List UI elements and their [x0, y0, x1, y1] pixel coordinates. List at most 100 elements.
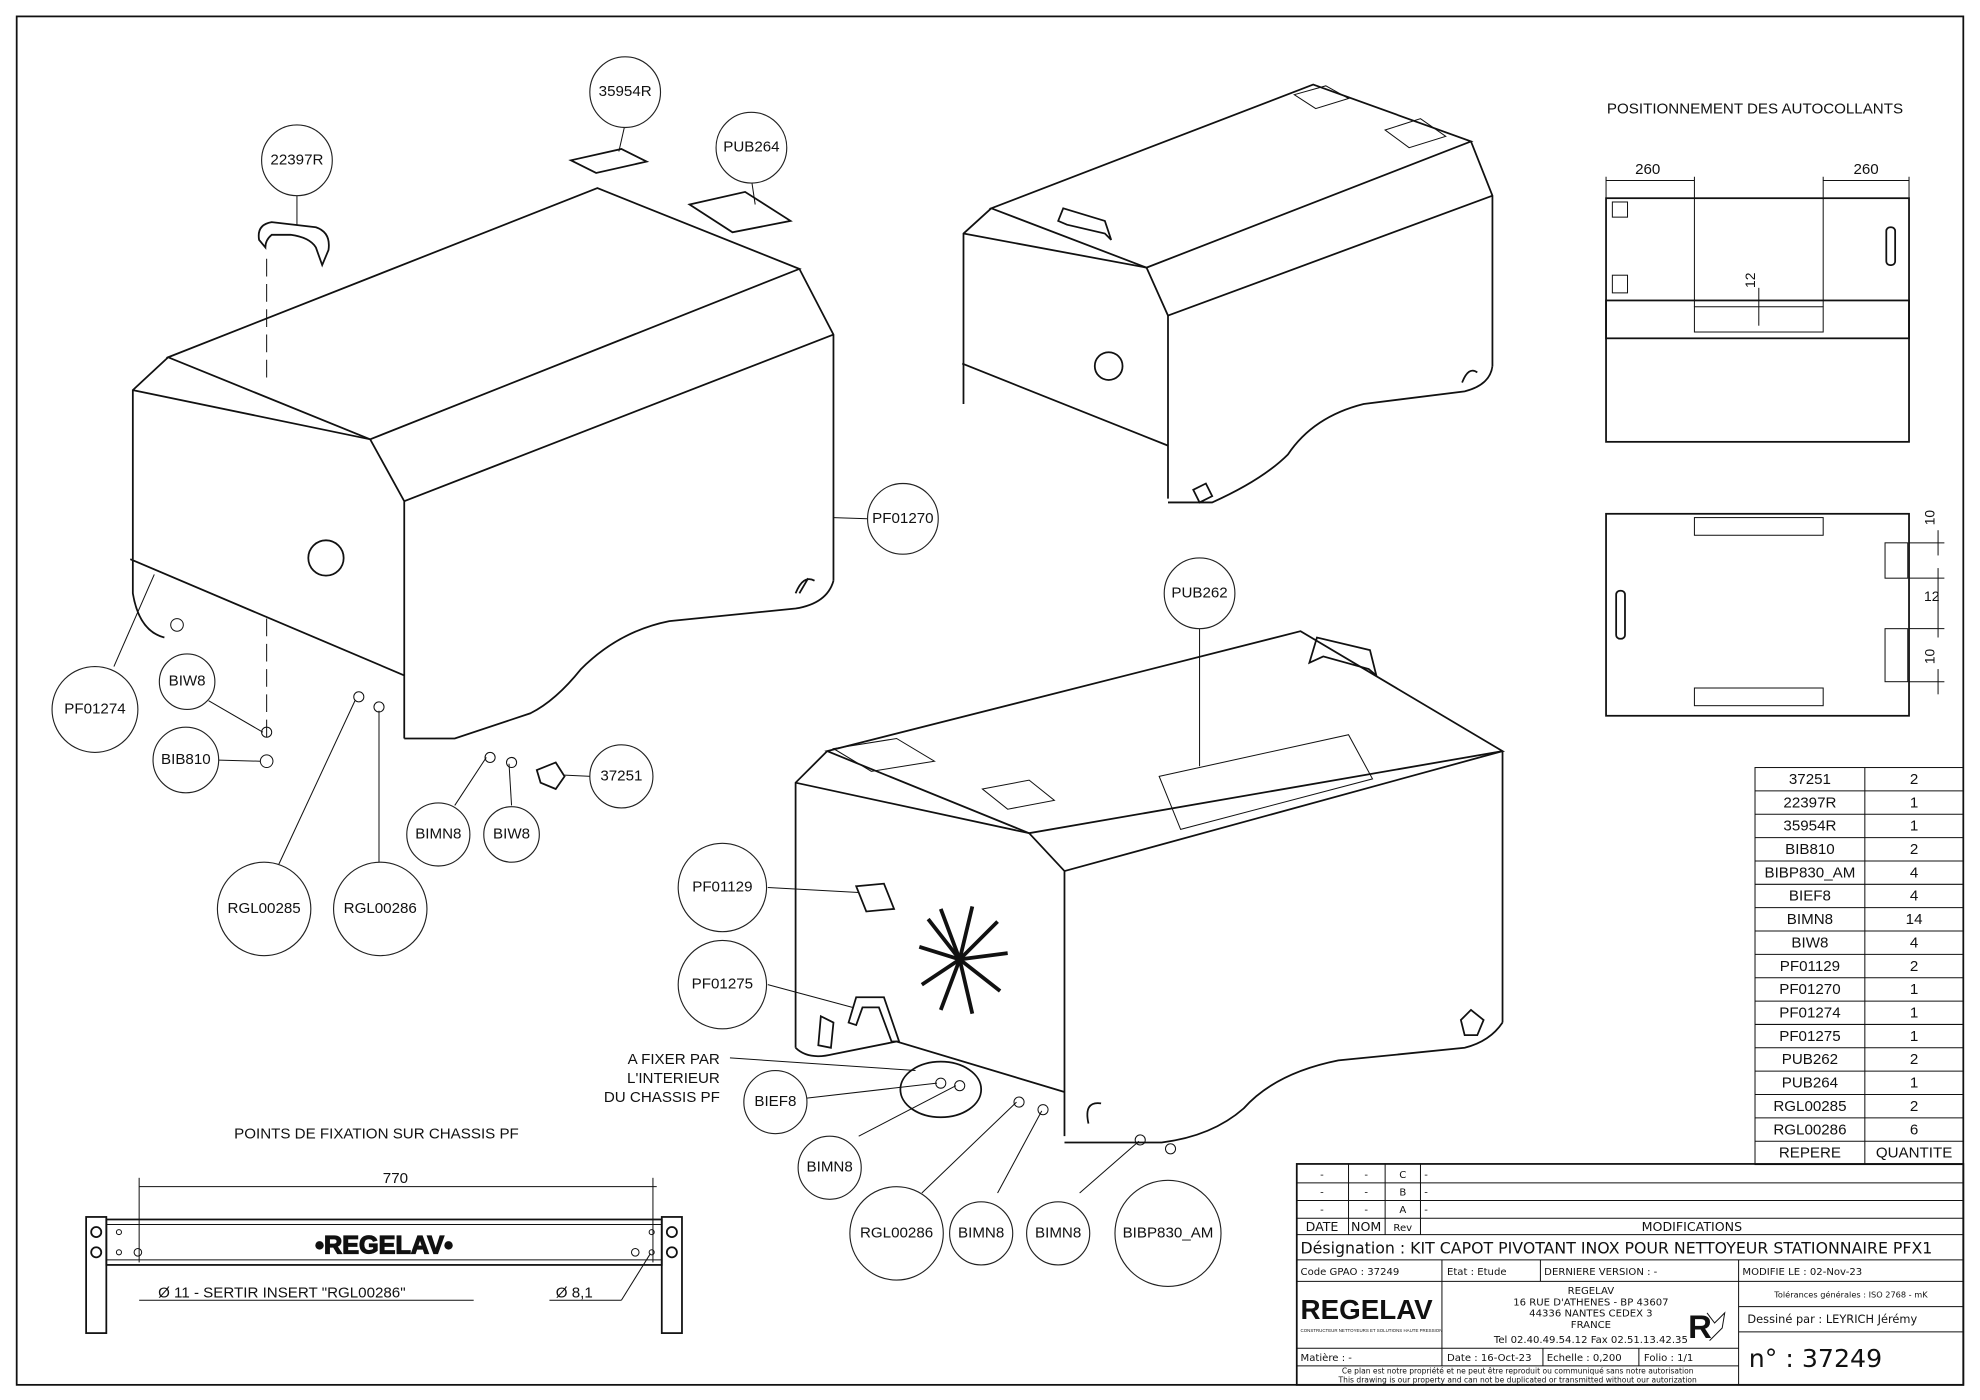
svg-text:Ø 11 - SERTIR INSERT "RGL00286: Ø 11 - SERTIR INSERT "RGL00286" — [158, 1285, 406, 1302]
drawing-number: n° : 37249 — [1749, 1344, 1882, 1373]
bom-cell-repere: PUB262 — [1782, 1051, 1838, 1068]
callout-bimn8-4: BIMN8 — [1026, 1201, 1091, 1266]
svg-text:Matière : -: Matière : - — [1301, 1352, 1353, 1364]
svg-text:DATE: DATE — [1306, 1219, 1339, 1234]
svg-text:PF01270: PF01270 — [872, 510, 933, 527]
bom-cell-repere: 35954R — [1783, 818, 1836, 835]
regelav-logo: REGELAV — [1301, 1294, 1434, 1325]
sheet-border — [15, 15, 1965, 1386]
title-block: - - C - - - B - - - A - DATE NOM Rev MOD… — [1295, 1163, 1965, 1386]
svg-text:Code GPAO : 37249: Code GPAO : 37249 — [1301, 1267, 1400, 1278]
svg-text:PUB262: PUB262 — [1171, 584, 1227, 601]
svg-text:Echelle : 0,200: Echelle : 0,200 — [1547, 1353, 1622, 1364]
svg-text:Ø 8,1: Ø 8,1 — [556, 1285, 593, 1302]
svg-text:BIMN8: BIMN8 — [807, 1159, 853, 1176]
svg-text:A: A — [1399, 1205, 1406, 1216]
svg-text:12: 12 — [1742, 272, 1758, 288]
svg-text:BIMN8: BIMN8 — [958, 1224, 1004, 1241]
svg-text:Ce plan est notre propriété et: Ce plan est notre propriété et ne peut ê… — [1342, 1366, 1694, 1375]
bom-cell-repere: BIBP830_AM — [1765, 864, 1856, 881]
svg-text:BIMN8: BIMN8 — [415, 825, 461, 842]
bom-cell-quantite: 2 — [1910, 1051, 1918, 1068]
assembled-view-rear — [961, 83, 1494, 504]
svg-text:BIMN8: BIMN8 — [1035, 1224, 1081, 1241]
svg-text:Date : 16-Oct-23: Date : 16-Oct-23 — [1447, 1353, 1532, 1364]
callout-rgl00285: RGL00285 — [216, 861, 312, 957]
svg-text:PF01129: PF01129 — [692, 878, 752, 895]
callout-biw8-2: BIW8 — [483, 806, 540, 863]
bom-cell-repere: PF01270 — [1779, 981, 1840, 998]
svg-text:10: 10 — [1921, 648, 1937, 664]
callouts: 35954R PUB264 22397R PF01270 PF01274 BIW… — [51, 56, 1236, 1287]
svg-text:-: - — [1364, 1170, 1368, 1181]
bom-cell-repere: RGL00285 — [1773, 1098, 1846, 1115]
callout-pub262: PUB262 — [1163, 557, 1236, 630]
svg-text:RGL00286: RGL00286 — [344, 900, 417, 917]
svg-text:770: 770 — [383, 1170, 408, 1187]
svg-text:A FIXER PAR: A FIXER PAR — [628, 1051, 720, 1068]
callout-35954r: 35954R — [589, 56, 662, 129]
svg-text:NOM: NOM — [1351, 1219, 1381, 1234]
callout-bief8: BIEF8 — [743, 1069, 808, 1135]
callout-pub264: PUB264 — [715, 111, 788, 184]
bom-cell-quantite: 2 — [1910, 771, 1918, 788]
assembled-view-front — [794, 630, 1506, 1155]
svg-text:REGELAV: REGELAV — [1568, 1286, 1615, 1297]
bom-cell-quantite: 4 — [1910, 934, 1918, 951]
svg-text:16 RUE D'ATHENES - BP 43607: 16 RUE D'ATHENES - BP 43607 — [1513, 1297, 1668, 1308]
svg-text:12: 12 — [1924, 588, 1940, 604]
bom-header-quantite: QUANTITE — [1876, 1145, 1952, 1162]
bom-cell-quantite: 1 — [1910, 818, 1918, 835]
bom-cell-quantite: 4 — [1910, 864, 1918, 881]
svg-text:B: B — [1399, 1187, 1406, 1198]
svg-text:PF01274: PF01274 — [64, 700, 125, 717]
svg-text:260: 260 — [1635, 161, 1660, 178]
callout-biw8: BIW8 — [158, 653, 216, 711]
bom-cell-repere: RGL00286 — [1773, 1121, 1846, 1138]
svg-text:L'INTERIEUR: L'INTERIEUR — [627, 1070, 720, 1087]
bom-cell-repere: PF01274 — [1779, 1004, 1840, 1021]
svg-text:RGL00286: RGL00286 — [860, 1224, 933, 1241]
callout-bimn8-3: BIMN8 — [949, 1201, 1014, 1266]
svg-text:Etat : Etude: Etat : Etude — [1447, 1267, 1507, 1278]
bom-cell-quantite: 1 — [1910, 981, 1918, 998]
bom-cell-repere: PF01129 — [1780, 958, 1840, 975]
svg-text:BIBP830_AM: BIBP830_AM — [1123, 1224, 1214, 1241]
svg-text:35954R: 35954R — [599, 83, 652, 100]
callout-37251: 37251 — [589, 744, 654, 809]
svg-text:-: - — [1424, 1170, 1428, 1181]
callout-rgl00286-2: RGL00286 — [849, 1186, 944, 1281]
svg-text:22397R: 22397R — [270, 151, 323, 168]
svg-text:BIW8: BIW8 — [493, 825, 530, 842]
svg-text:37251: 37251 — [600, 767, 642, 784]
bom-cell-quantite: 4 — [1910, 888, 1918, 905]
svg-text:PUB264: PUB264 — [723, 139, 779, 156]
bom-cell-quantite: 2 — [1910, 841, 1918, 858]
bom-cell-repere: PUB264 — [1782, 1075, 1838, 1092]
svg-text:Folio : 1/1: Folio : 1/1 — [1644, 1353, 1693, 1364]
bom-cell-quantite: 2 — [1910, 1098, 1918, 1115]
svg-text:Rev: Rev — [1393, 1223, 1412, 1234]
svg-text:BIW8: BIW8 — [169, 673, 206, 690]
bom-cell-quantite: 6 — [1910, 1121, 1918, 1138]
svg-text:BIB810: BIB810 — [161, 751, 211, 768]
svg-text:MODIFICATIONS: MODIFICATIONS — [1642, 1219, 1742, 1234]
svg-text:260: 260 — [1853, 161, 1878, 178]
exploded-cover-view — [129, 148, 835, 791]
svg-text:DERNIERE VERSION : -: DERNIERE VERSION : - — [1544, 1267, 1657, 1278]
bom-cell-repere: BIB810 — [1785, 841, 1835, 858]
bom-cell-repere: 22397R — [1783, 794, 1836, 811]
fixing-note: A FIXER PAR L'INTERIEUR DU CHASSIS PF — [604, 1051, 720, 1106]
bom-cell-quantite: 1 — [1910, 1028, 1918, 1045]
callout-pf01129: PF01129 — [677, 842, 768, 933]
svg-text:-: - — [1320, 1187, 1324, 1198]
svg-text:10: 10 — [1921, 510, 1937, 526]
bom-cell-repere: BIW8 — [1791, 934, 1828, 951]
svg-text:-: - — [1320, 1170, 1324, 1181]
callout-bib810: BIB810 — [152, 726, 220, 794]
svg-text:Dessiné par : LEYRICH Jérémy: Dessiné par : LEYRICH Jérémy — [1747, 1312, 1917, 1326]
svg-text:-: - — [1424, 1187, 1428, 1198]
chassis-fixing-view: POINTS DE FIXATION SUR CHASSIS PF 770 •R… — [85, 1126, 683, 1334]
svg-text:-: - — [1364, 1187, 1368, 1198]
